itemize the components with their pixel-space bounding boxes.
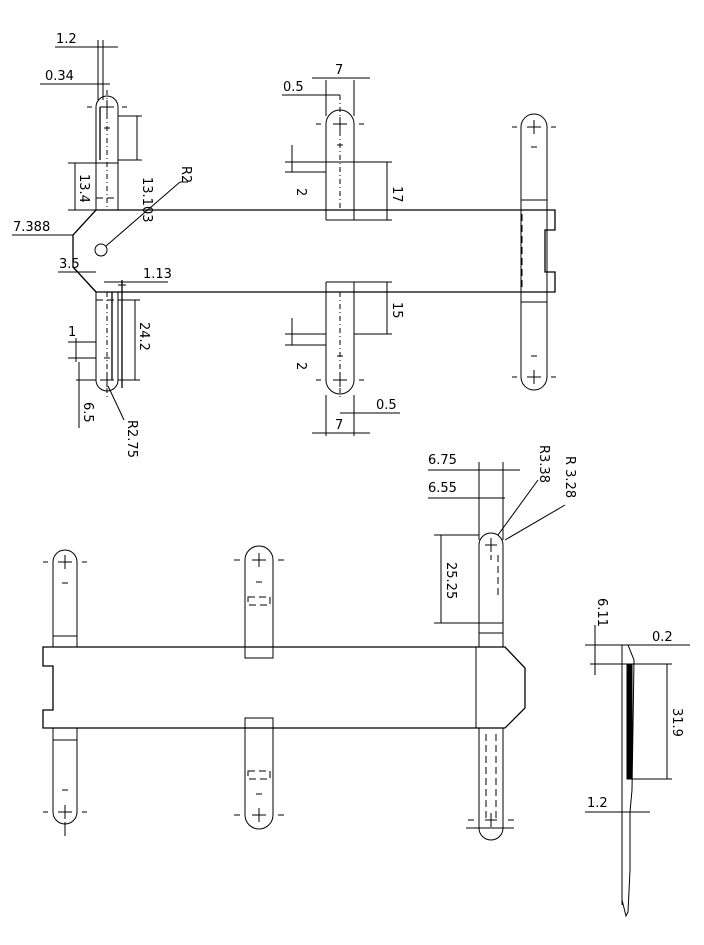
dim-6-55: 6.55 (428, 481, 457, 496)
side-thick-section (626, 663, 633, 780)
top-center-lower-tab (316, 281, 364, 400)
dim-25-25: 25.25 (443, 562, 458, 599)
top-view-dimensions: 1.2 0.34 13.4 13.103 R2 7.388 3.5 (12, 32, 404, 458)
dim-r2: R2 (178, 166, 193, 183)
dim-7-top: 7 (335, 63, 343, 78)
dim-r2-75: R2.75 (124, 420, 139, 458)
dim-13-103: 13.103 (139, 177, 154, 223)
side-view-dimensions: 6.11 0.2 31.9 1.2 (585, 598, 690, 813)
dim-1-2-side: 1.2 (587, 796, 608, 811)
dim-2-top: 2 (293, 188, 308, 196)
dim-6-11: 6.11 (594, 598, 609, 627)
top-left-upper-slot (68, 90, 127, 210)
dim-6-75: 6.75 (428, 453, 457, 468)
dim-13-4: 13.4 (76, 174, 91, 203)
dim-7-388: 7.388 (13, 220, 50, 235)
top-left-lower-slot (87, 280, 127, 398)
top-body-outline (72, 209, 556, 293)
dim-17: 17 (389, 186, 404, 203)
dim-31-9: 31.9 (669, 708, 684, 737)
dim-1-13: 1.13 (143, 267, 172, 282)
dim-1-2-top: 1.2 (56, 32, 77, 47)
bottom-view: 6.75 6.55 R3.38 R 3.28 25.25 (42, 445, 577, 841)
dim-24-2: 24.2 (136, 322, 151, 351)
dim-r3-28: R 3.28 (562, 456, 577, 498)
top-right-pin (512, 113, 556, 391)
bottom-body-outline (42, 646, 526, 729)
dim-3-5: 3.5 (59, 257, 80, 272)
dim-r3-38: R3.38 (536, 445, 551, 483)
bottom-right-pin (466, 532, 514, 841)
bottom-center-tabs (234, 545, 284, 830)
top-center-upper-tab (316, 95, 364, 221)
dim-15: 15 (389, 302, 404, 319)
dim-0-5-top: 0.5 (283, 80, 304, 95)
top-small-hole (94, 243, 108, 257)
dim-7-bot: 7 (335, 418, 343, 433)
dim-6-5: 6.5 (80, 402, 95, 423)
dim-1: 1 (68, 325, 76, 340)
dim-0-34: 0.34 (45, 69, 74, 84)
side-view: 6.11 0.2 31.9 1.2 (585, 598, 690, 918)
bottom-view-dimensions: 6.75 6.55 R3.38 R 3.28 25.25 (428, 445, 577, 624)
dim-2-bot: 2 (293, 362, 308, 370)
dim-0-2: 0.2 (652, 630, 673, 645)
dim-0-5-bot: 0.5 (376, 398, 397, 413)
top-view: 1.2 0.34 13.4 13.103 R2 7.388 3.5 (12, 32, 556, 458)
bottom-left-pin (43, 549, 87, 836)
